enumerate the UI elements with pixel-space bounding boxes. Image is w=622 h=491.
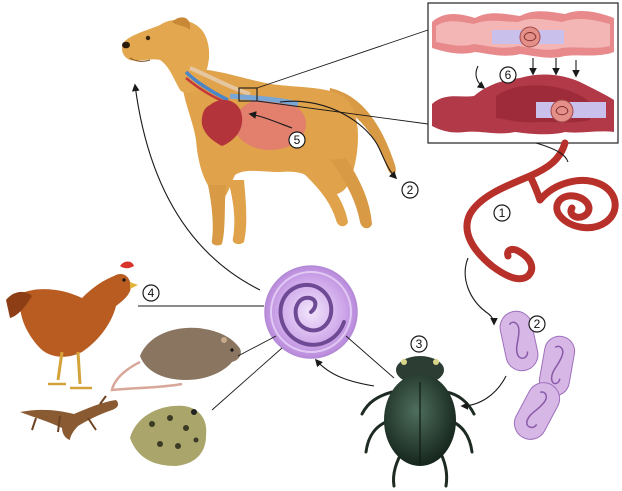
- inset-connector-top: [256, 29, 429, 89]
- frog-icon: [130, 405, 207, 466]
- label-stage-1: 1: [493, 204, 511, 222]
- dog-icon: [122, 17, 396, 246]
- arrow-dog-excretion: [279, 100, 398, 180]
- svg-text:4: 4: [148, 286, 155, 300]
- svg-text:2: 2: [407, 183, 414, 197]
- svg-text:5: 5: [294, 133, 301, 147]
- arrow-beetle-to-cyst: [314, 358, 375, 387]
- dung-beetle-icon: [360, 356, 476, 488]
- svg-text:3: 3: [416, 337, 423, 351]
- arrow-eggs-to-beetle: [460, 375, 507, 410]
- label-stage-2-eggs: 2: [528, 315, 546, 333]
- arrow-ingestion-to-dog: [131, 83, 261, 291]
- connector-frog: [211, 347, 283, 411]
- label-stage-5: 5: [288, 131, 306, 149]
- adult-worm-icon: [463, 139, 619, 283]
- inset-connector-bottom: [256, 100, 429, 125]
- connector-beetle-cyst: [345, 335, 395, 379]
- label-stage-3: 3: [410, 335, 428, 353]
- esophagus-inset-icon: [427, 2, 619, 144]
- label-stage-2-excretion: 2: [401, 181, 419, 199]
- svg-text:1: 1: [499, 206, 506, 220]
- arrow-inset-to-worm: [535, 142, 569, 163]
- svg-text:2: 2: [534, 317, 541, 331]
- svg-text:6: 6: [505, 68, 512, 82]
- lizard-icon: [20, 395, 119, 440]
- chicken-icon: [6, 261, 138, 390]
- arrow-migration: [248, 111, 293, 129]
- arrow-worm-to-eggs: [464, 257, 498, 326]
- rat-icon: [110, 327, 241, 392]
- label-stage-4: 4: [142, 284, 160, 302]
- label-stage-6: 6: [499, 66, 517, 84]
- encysted-larva-icon: [264, 265, 358, 359]
- egg-icon: [499, 310, 576, 440]
- connector-rat: [237, 335, 277, 357]
